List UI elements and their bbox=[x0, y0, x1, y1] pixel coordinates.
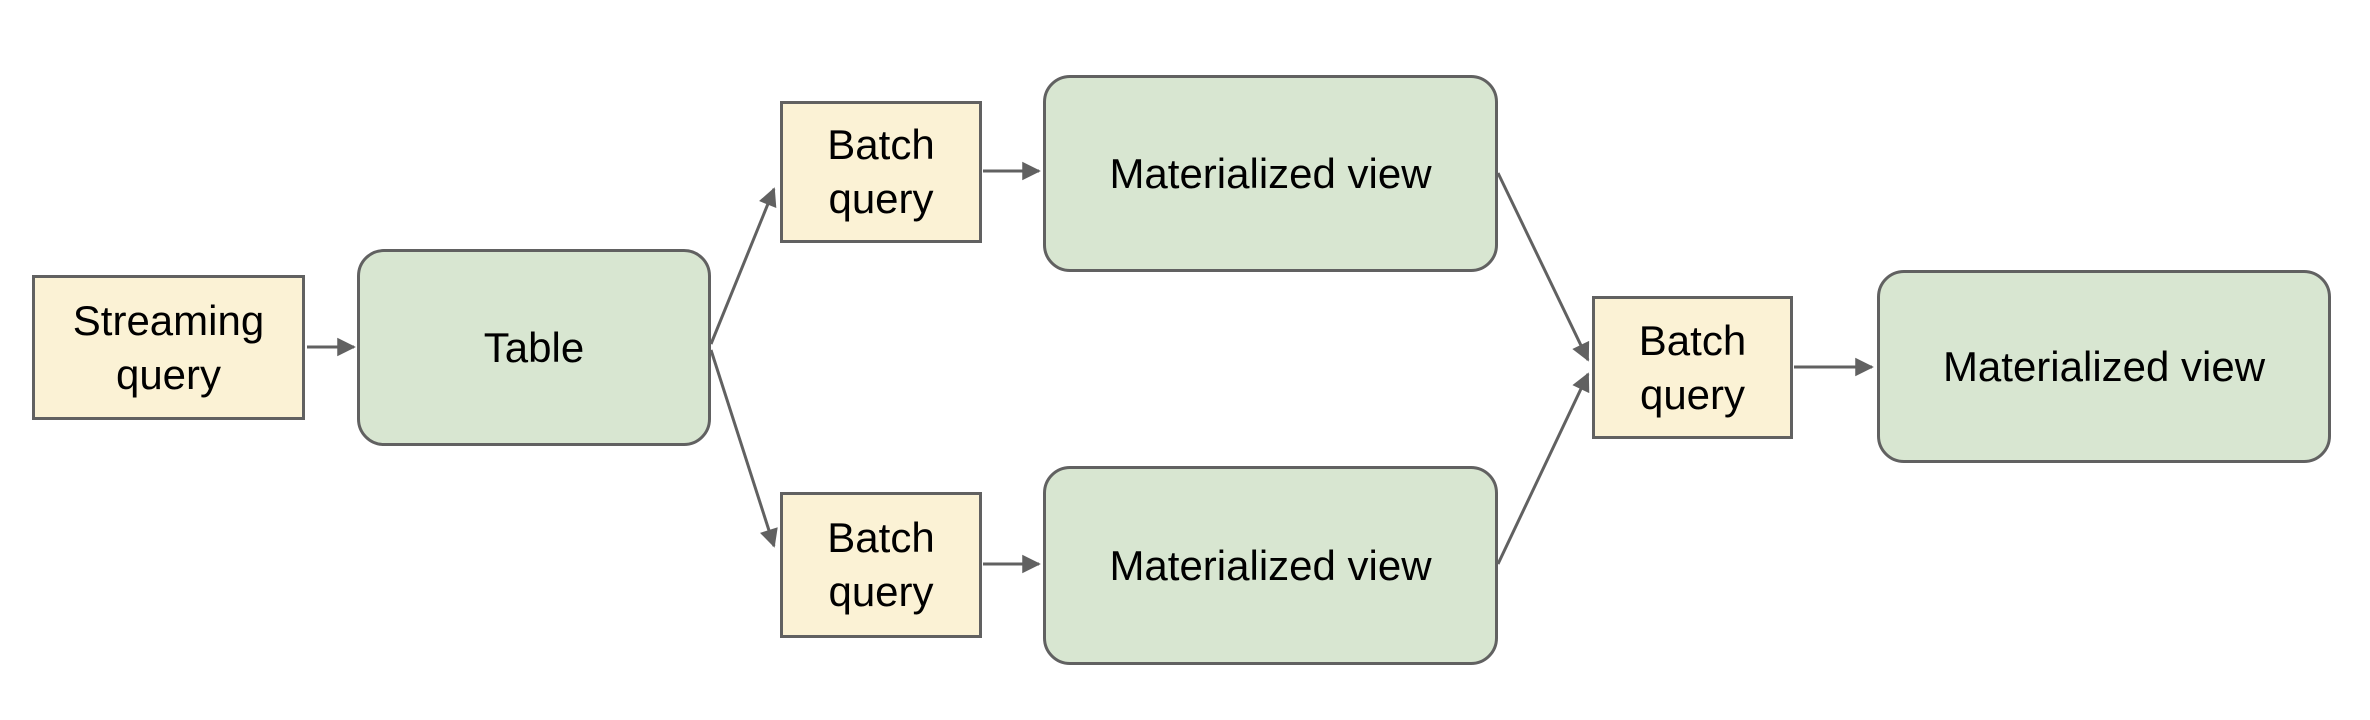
node-table-label: Table bbox=[483, 323, 585, 371]
edge-table-to-batch-query-top bbox=[709, 187, 777, 345]
node-batch-query-top: Batch query bbox=[780, 101, 982, 243]
node-batch-query-bottom-label: Batch query bbox=[827, 514, 935, 615]
node-materialized-view-bottom-label: Materialized view bbox=[1109, 541, 1432, 589]
node-batch-query-right: Batch query bbox=[1592, 296, 1793, 439]
node-batch-query-top-label: Batch query bbox=[827, 121, 935, 222]
node-streaming-query-label: Streaming query bbox=[72, 296, 265, 398]
node-table: Table bbox=[357, 249, 711, 446]
node-materialized-view-top: Materialized view bbox=[1043, 75, 1498, 272]
node-batch-query-bottom: Batch query bbox=[780, 492, 982, 638]
node-materialized-view-right-label: Materialized view bbox=[1942, 342, 2266, 390]
node-batch-query-right-label: Batch query bbox=[1638, 316, 1747, 418]
edge-table-to-batch-query-bottom bbox=[709, 349, 778, 548]
node-streaming-query: Streaming query bbox=[32, 275, 305, 420]
edge-materialized-view-bottom-to-batch-query-right bbox=[1496, 372, 1590, 565]
node-materialized-view-right: Materialized view bbox=[1877, 270, 2331, 463]
node-materialized-view-bottom: Materialized view bbox=[1043, 466, 1498, 665]
node-materialized-view-top-label: Materialized view bbox=[1109, 149, 1432, 197]
edge-materialized-view-top-to-batch-query-right bbox=[1496, 172, 1590, 362]
